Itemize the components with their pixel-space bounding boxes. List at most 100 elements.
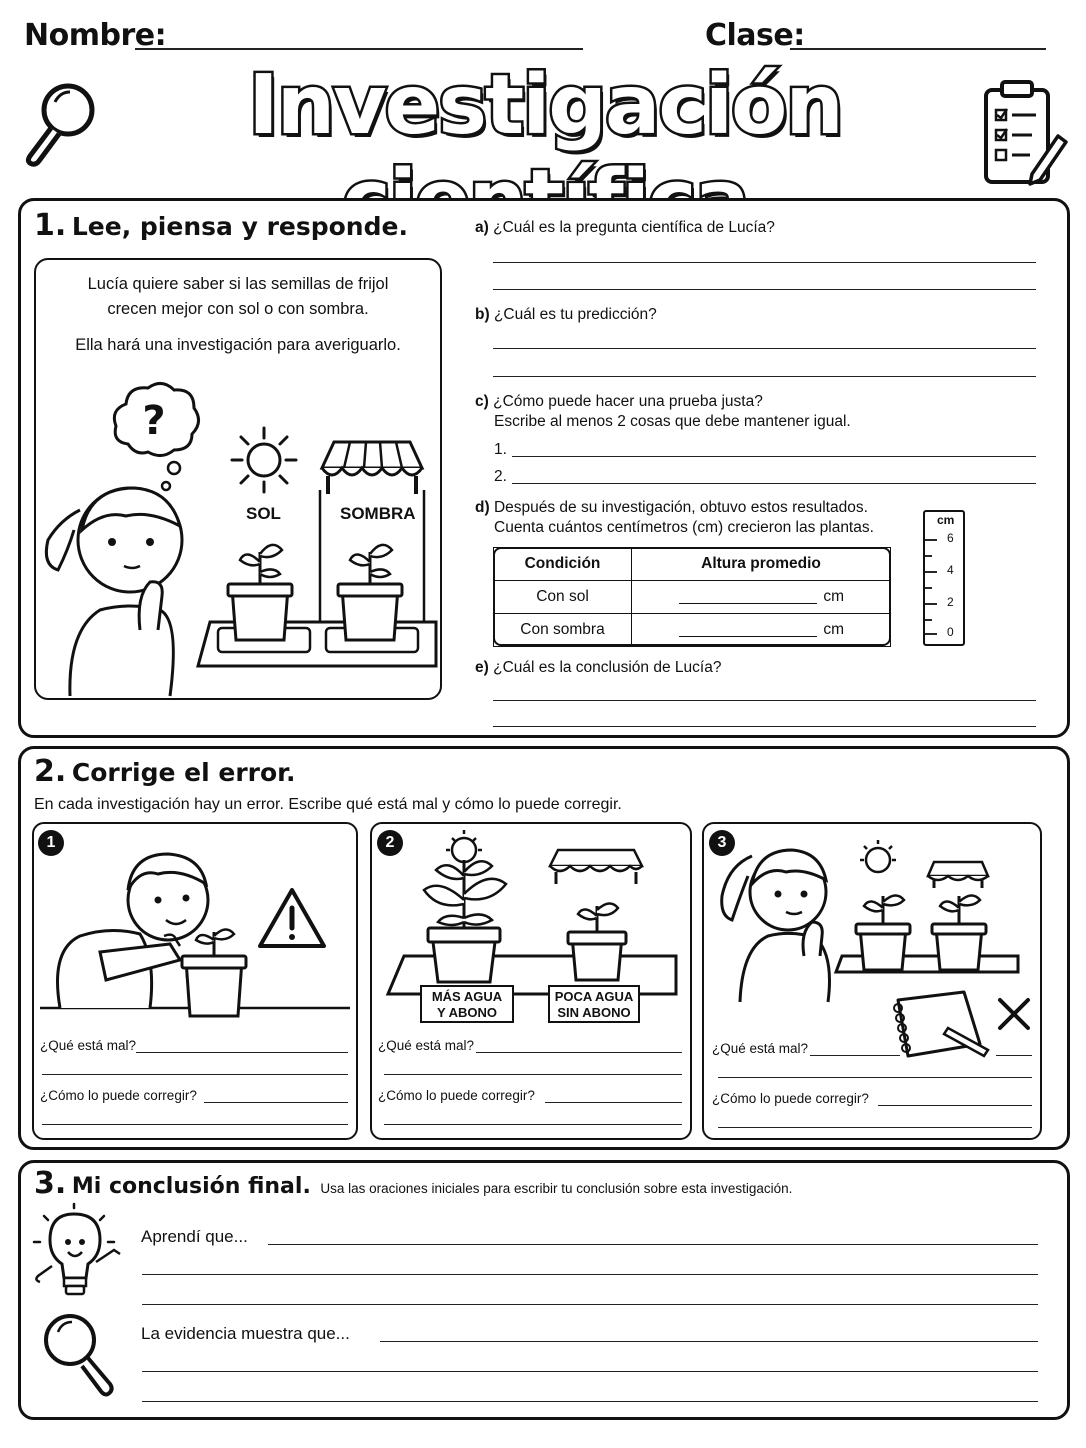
panel-number-1: 1 — [38, 830, 64, 856]
panel-2-question-1: ¿Qué está mal? — [378, 1038, 475, 1053]
panel-1-answer-1[interactable] — [136, 1052, 348, 1053]
ruler-unit: cm — [937, 513, 955, 527]
panel-1-answer-1b[interactable] — [42, 1074, 348, 1075]
panel-3-answer-1[interactable] — [810, 1055, 900, 1056]
panel-2-answer-1b[interactable] — [384, 1074, 682, 1075]
svg-text:?: ? — [142, 398, 165, 444]
section-1 — [18, 198, 1070, 738]
story-line-1: Lucía quiere saber si las semillas de fr… — [87, 275, 389, 293]
results-table: Condición Altura promedio Con sol cm Con… — [493, 547, 891, 647]
table-header-condition: Condición — [493, 547, 632, 581]
panel-3-answer-2b[interactable] — [718, 1127, 1032, 1128]
panel-3-answer-2[interactable] — [878, 1105, 1032, 1106]
section-2-title: 2. Corrige el error. — [34, 754, 296, 789]
panel-number-3: 3 — [709, 830, 735, 856]
answer-e-line-2[interactable] — [493, 726, 1036, 727]
answer-c-item-1-label: 1. — [494, 441, 507, 458]
conclusion-line-2[interactable] — [142, 1274, 1038, 1275]
girl-shelf-illustration — [720, 840, 1020, 1003]
story-line-2: crecen mejor con sol o con sombra. — [107, 300, 369, 318]
panel-3-question-1: ¿Qué está mal? — [712, 1041, 809, 1056]
panel-3-question-2: ¿Cómo lo puede corregir? — [712, 1091, 869, 1106]
magnifier-icon — [44, 1314, 114, 1397]
panel-2-answer-2b[interactable] — [384, 1124, 682, 1125]
panel-number-2: 2 — [377, 830, 403, 856]
x-mark-icon — [998, 998, 1030, 1030]
answer-c-item-2[interactable] — [512, 483, 1036, 484]
section-3-title: 3. Mi conclusión final. Usa las oracione… — [34, 1166, 793, 1201]
starter-2: La evidencia muestra que... — [141, 1324, 350, 1343]
awning-icon — [318, 440, 426, 622]
table-cell-height[interactable]: cm — [631, 613, 891, 647]
ruler-tick: 2 — [947, 595, 954, 609]
section-1-title: 1. Lee, piensa y responde. — [34, 208, 408, 243]
panel-2-answer-2[interactable] — [545, 1102, 682, 1103]
answer-e-line-1[interactable] — [493, 700, 1036, 701]
question-d-sub: Cuenta cuántos centímetros (cm) creciero… — [494, 519, 874, 536]
section-3 — [18, 1160, 1070, 1420]
question-a: a) ¿Cuál es la pregunta científica de Lu… — [475, 219, 775, 236]
sun-icon — [230, 426, 298, 494]
ruler-tick: 4 — [947, 563, 954, 577]
question-c-sub: Escribe al menos 2 cosas que debe manten… — [494, 413, 851, 430]
error-panel-2 — [370, 822, 692, 1140]
class-field[interactable] — [790, 48, 1046, 50]
table-cell-condition: Con sol — [493, 580, 632, 614]
answer-c-item-1[interactable] — [512, 456, 1036, 457]
panel-3-answer-1c[interactable] — [996, 1055, 1032, 1056]
girl-illustration — [44, 486, 184, 697]
lightbulb-icon — [32, 1202, 121, 1296]
conclusion-line-3[interactable] — [142, 1304, 1038, 1305]
answer-b-line-2[interactable] — [493, 376, 1036, 377]
boy-watering-illustration — [40, 852, 350, 1018]
question-d: d) Después de su investigación, obtuvo e… — [475, 499, 868, 516]
table-row: Con sombra cm — [493, 613, 891, 647]
warning-icon — [258, 888, 326, 948]
error-panel-1 — [32, 822, 358, 1140]
panel-1-answer-2b[interactable] — [42, 1124, 348, 1125]
answer-b-line-1[interactable] — [493, 348, 1036, 349]
section-3-instructions: Usa las oraciones iniciales para escribi… — [320, 1181, 793, 1196]
table-cell-height[interactable]: cm — [631, 580, 891, 614]
conclusion-line-4[interactable] — [380, 1341, 1038, 1342]
sun-label: SOL — [246, 504, 281, 523]
panel-2-answer-1[interactable] — [476, 1052, 682, 1053]
class-label: Clase: — [705, 18, 805, 53]
panel-1-answer-2[interactable] — [204, 1102, 348, 1103]
table-row: Con sol cm — [493, 580, 891, 614]
shade-label: SOMBRA — [340, 504, 416, 523]
error-panel-3 — [702, 822, 1042, 1140]
question-e: e) ¿Cuál es la conclusión de Lucía? — [475, 659, 722, 676]
ruler-tick: 0 — [947, 625, 954, 639]
unit-label: cm — [823, 588, 844, 605]
plant-tray-illustration — [196, 543, 438, 668]
ruler-tick: 6 — [947, 531, 954, 545]
panel-1-question-2: ¿Cómo lo puede corregir? — [40, 1088, 197, 1103]
panel-1-question-1: ¿Qué está mal? — [40, 1038, 137, 1053]
clipboard-checklist-icon — [984, 80, 1068, 186]
answer-a-line-2[interactable] — [493, 289, 1036, 290]
panel-3-answer-1b[interactable] — [718, 1077, 1032, 1078]
ruler-icon: cm 6 4 2 0 — [923, 510, 965, 646]
table-cell-condition: Con sombra — [493, 613, 632, 647]
answer-c-item-2-label: 2. — [494, 468, 507, 485]
unit-label: cm — [823, 621, 844, 638]
question-c: c) ¿Cómo puede hacer una prueba justa? — [475, 393, 763, 410]
name-field[interactable] — [135, 48, 583, 50]
question-b: b) ¿Cuál es tu predicción? — [475, 306, 657, 323]
panel-2-question-2: ¿Cómo lo puede corregir? — [378, 1088, 535, 1103]
story-line-3: Ella hará una investigación para averigu… — [75, 336, 401, 354]
conclusion-line-6[interactable] — [142, 1401, 1038, 1402]
magnifier-icon — [25, 83, 95, 167]
notebook-icon — [893, 990, 990, 1058]
conclusion-line-5[interactable] — [142, 1371, 1038, 1372]
starter-1: Aprendí que... — [141, 1227, 248, 1246]
table-header-height: Altura promedio — [631, 547, 891, 581]
answer-a-line-1[interactable] — [493, 262, 1036, 263]
name-label: Nombre: — [24, 18, 167, 53]
thought-bubble-icon: ? — [112, 382, 200, 492]
conclusion-line-1[interactable] — [268, 1244, 1038, 1245]
story-box — [34, 258, 442, 700]
